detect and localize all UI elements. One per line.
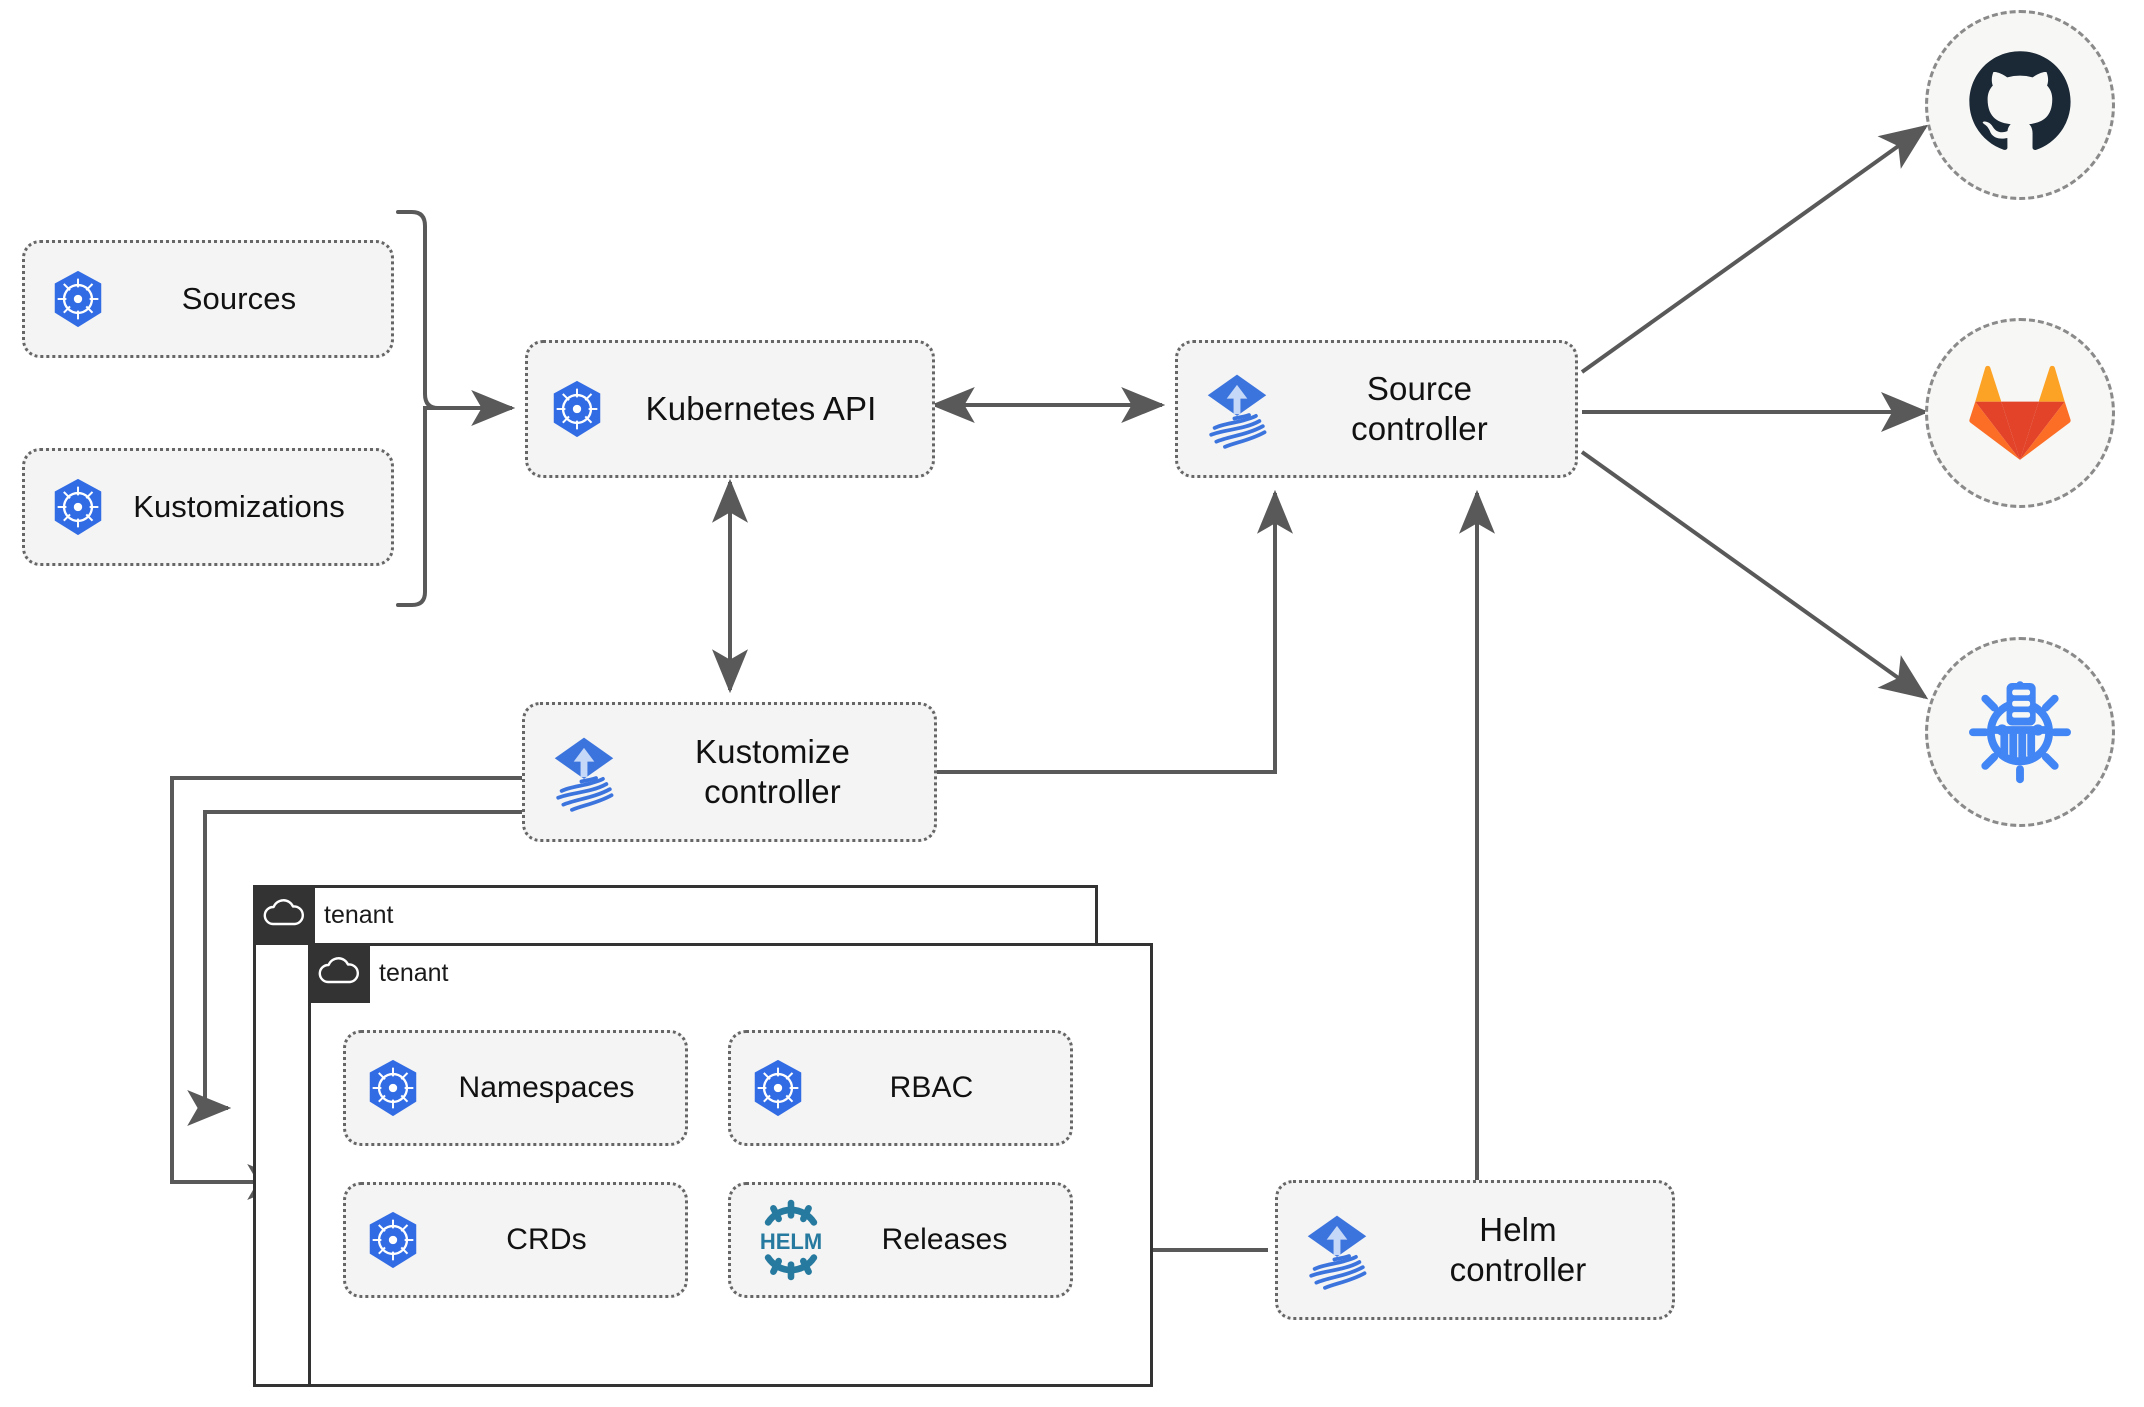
node-kustomizations[interactable]: Kustomizations: [22, 448, 394, 566]
cloud-icon: [317, 956, 361, 991]
tenant-title: tenant: [379, 958, 449, 987]
tenant-container-inner[interactable]: tenant: [308, 943, 1153, 1387]
node-label: Kubernetes API: [645, 389, 877, 427]
helm-repository-icon: [1964, 674, 2076, 791]
resource-label: Namespaces: [458, 1070, 635, 1104]
resource-label: RBAC: [889, 1070, 974, 1104]
kubernetes-icon: [362, 1209, 424, 1271]
github-icon: [1966, 49, 2074, 162]
node-label: Helm controller: [1449, 1210, 1587, 1288]
resource-label: CRDs: [506, 1222, 587, 1256]
resource-namespaces[interactable]: Namespaces: [343, 1030, 688, 1146]
node-label: Source controller: [1351, 369, 1488, 447]
node-label: Kustomize controller: [695, 732, 850, 810]
endpoint-helm-repository[interactable]: [1925, 637, 2115, 827]
cloud-icon: [262, 898, 306, 933]
node-source-controller[interactable]: Source controller: [1175, 340, 1578, 478]
node-label: Kustomizations: [133, 489, 345, 525]
tenant-title: tenant: [324, 900, 394, 929]
helm-wordmark: HELM: [760, 1229, 822, 1254]
endpoint-github[interactable]: [1925, 10, 2115, 200]
kubernetes-icon: [546, 378, 608, 440]
endpoint-gitlab[interactable]: [1925, 318, 2115, 508]
resource-crds[interactable]: CRDs: [343, 1182, 688, 1298]
resource-releases[interactable]: HELM Releases: [728, 1182, 1073, 1298]
node-helm-controller[interactable]: Helm controller: [1275, 1180, 1675, 1320]
resource-rbac[interactable]: RBAC: [728, 1030, 1073, 1146]
node-label: Sources: [181, 281, 297, 317]
kubernetes-icon: [747, 1057, 809, 1119]
helm-icon: HELM: [747, 1196, 835, 1284]
node-kustomize-controller[interactable]: Kustomize controller: [522, 702, 937, 842]
flux-icon: [1294, 1207, 1380, 1293]
kubernetes-icon: [47, 268, 109, 330]
flux-icon: [1194, 366, 1280, 452]
kubernetes-icon: [47, 476, 109, 538]
node-sources[interactable]: Sources: [22, 240, 394, 358]
tenant-tab-header: [253, 885, 315, 945]
resource-label: Releases: [881, 1222, 1008, 1256]
kubernetes-icon: [362, 1057, 424, 1119]
node-kubernetes-api[interactable]: Kubernetes API: [525, 340, 935, 478]
gitlab-icon: [1968, 362, 2072, 465]
tenant-tab-header: [308, 943, 370, 1003]
flux-icon: [541, 729, 627, 815]
